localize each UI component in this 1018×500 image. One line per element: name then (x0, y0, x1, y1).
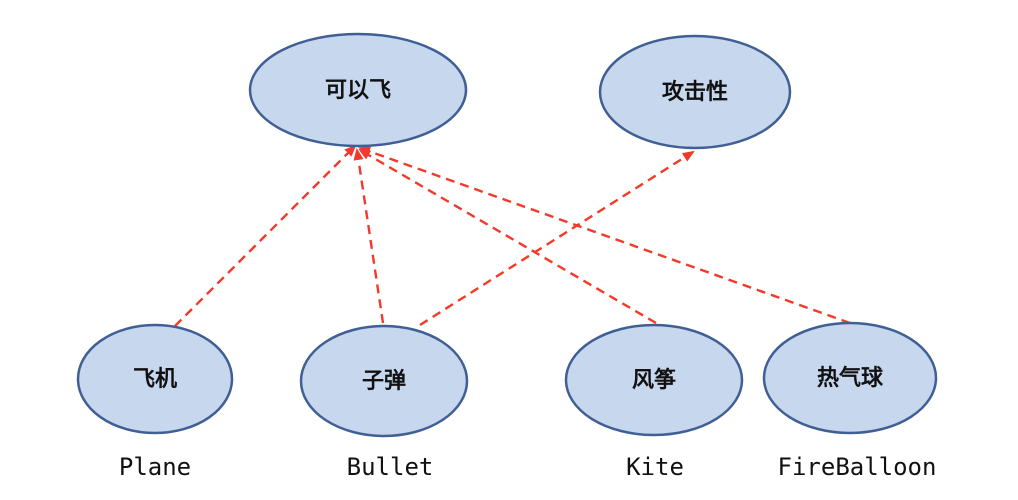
edge-plane-to-can-fly (174, 144, 357, 327)
edge-kite-to-can-fly (358, 148, 657, 325)
node-ellipse (598, 34, 792, 150)
node-fire-balloon: 热气球 (762, 321, 938, 435)
class-name-fire-balloon: FireBalloon (778, 453, 937, 481)
node-ellipse (76, 323, 234, 435)
node-ellipse (762, 321, 938, 435)
class-name-bullet: Bullet (347, 453, 434, 481)
edge-bullet-to-attack (419, 150, 695, 327)
edge-bullet-to-can-fly (353, 148, 385, 324)
class-name-kite: Kite (626, 453, 684, 481)
edge-layer (174, 144, 851, 327)
node-attack: 攻击性 (598, 34, 792, 150)
node-ellipse (299, 324, 469, 438)
node-label: 可以飞 (325, 78, 391, 103)
node-label: 飞机 (133, 367, 177, 392)
node-ellipse (248, 32, 468, 148)
class-name-plane: Plane (119, 453, 191, 481)
node-bullet: 子弹 (299, 324, 469, 438)
node-kite: 风筝 (564, 323, 744, 437)
node-label: 子弹 (362, 369, 406, 394)
node-label: 热气球 (817, 365, 884, 391)
node-label: 攻击性 (662, 79, 728, 105)
node-ellipse (564, 323, 744, 437)
node-label: 风筝 (632, 367, 676, 393)
node-can-fly: 可以飞 (248, 32, 468, 148)
node-plane: 飞机 (76, 323, 234, 435)
edge-balloon-to-can-fly (358, 146, 851, 325)
